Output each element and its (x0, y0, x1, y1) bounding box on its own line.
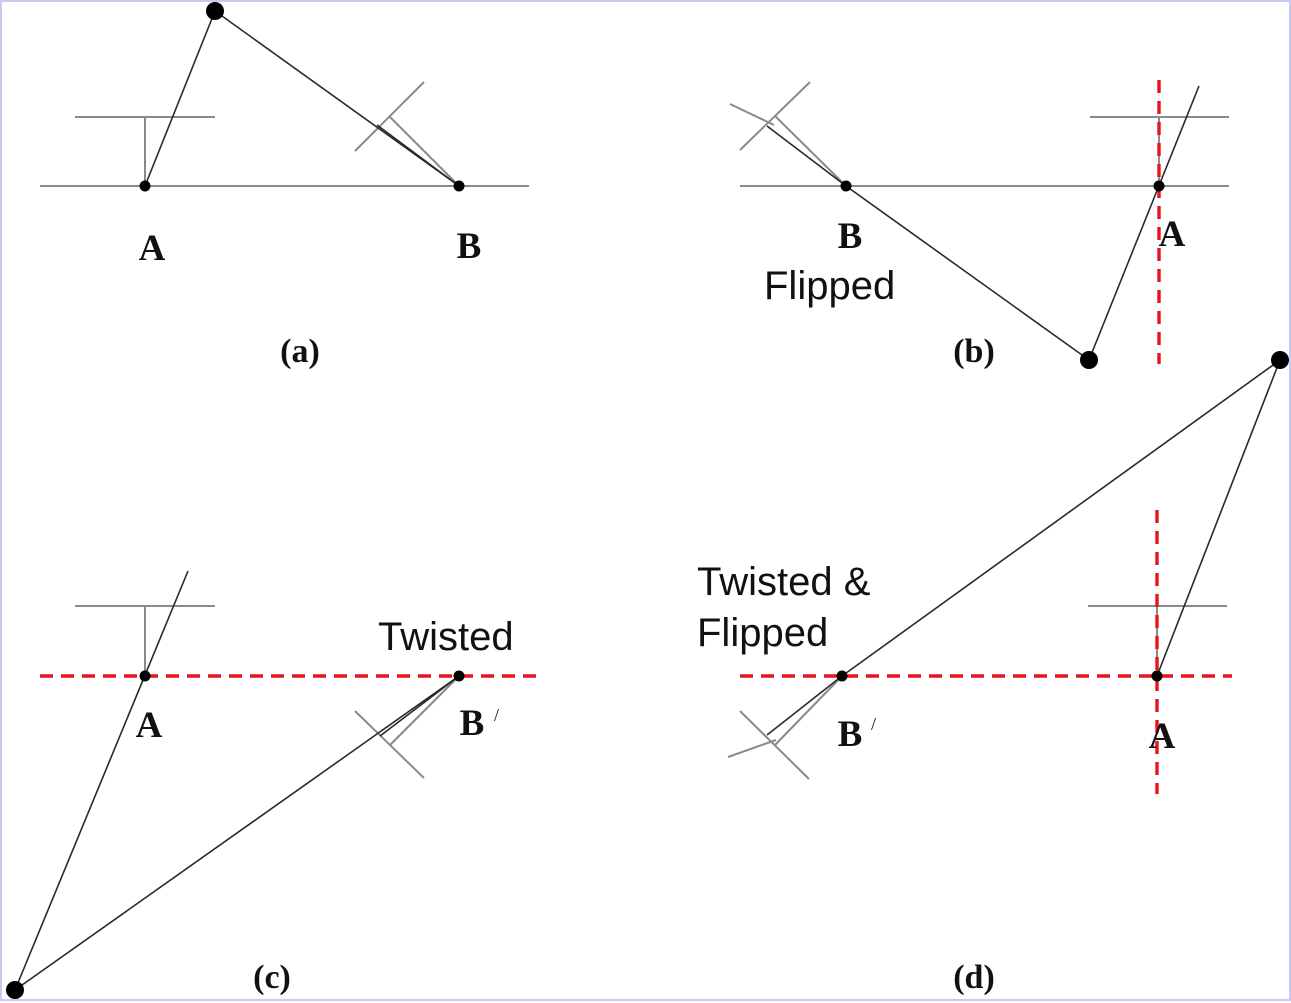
point-a (1153, 180, 1165, 192)
joint-b-tick (774, 675, 843, 746)
panel-c: A B / Twisted (c) (6, 570, 536, 999)
apex-point (6, 981, 24, 999)
point-a (139, 180, 151, 192)
label-a: A (1149, 716, 1176, 757)
link-b-inner (379, 675, 460, 737)
point-b (453, 180, 465, 192)
point-a (1151, 670, 1163, 682)
link-apex-a (1156, 359, 1281, 677)
label-a: A (1159, 214, 1186, 255)
panel-d: B / A Twisted & Flipped (d) (697, 351, 1289, 996)
link-b-inner (376, 124, 460, 187)
caption-c: (c) (253, 959, 291, 996)
panel-a: A B (a) (40, 2, 529, 370)
link-b-apex (841, 359, 1281, 677)
apex-point (206, 2, 224, 20)
panel-b: B A Flipped (b) (729, 80, 1229, 370)
link-a-apex (14, 570, 189, 991)
label-b: B (460, 703, 485, 744)
point-a (139, 670, 151, 682)
label-b: B (457, 226, 482, 267)
joint-b-marker (354, 81, 425, 152)
label-a: A (136, 705, 163, 746)
note-twisted-and: Twisted & (697, 560, 871, 604)
link-apex-b (214, 10, 460, 187)
caption-d: (d) (953, 959, 995, 996)
joint-b-marker-2 (727, 739, 777, 758)
caption-a: (a) (280, 333, 320, 370)
point-b (453, 670, 465, 682)
caption-b: (b) (953, 333, 995, 370)
link-b-apex (14, 675, 460, 991)
link-a-apex (144, 10, 216, 187)
joint-b-marker (739, 710, 810, 780)
prime-mark: / (871, 714, 876, 734)
note-flipped: Flipped (697, 611, 828, 655)
link-b-inner (766, 125, 847, 187)
link-a-apex (1088, 85, 1200, 361)
link-b-apex (845, 185, 1090, 361)
point-b (836, 670, 848, 682)
apex-point (1080, 351, 1098, 369)
joint-b-tick (389, 675, 460, 746)
apex-point (1271, 351, 1289, 369)
point-b (840, 180, 852, 192)
joint-b-tick (774, 115, 847, 187)
label-a: A (139, 228, 166, 269)
label-b: B (838, 714, 863, 755)
link-b-inner (766, 675, 843, 736)
label-b: B (838, 216, 863, 257)
note-flipped: Flipped (764, 264, 895, 308)
prime-mark: / (494, 705, 499, 725)
joint-b-marker-2 (729, 103, 775, 126)
note-twisted: Twisted (378, 615, 514, 659)
joint-b-tick (389, 116, 460, 187)
